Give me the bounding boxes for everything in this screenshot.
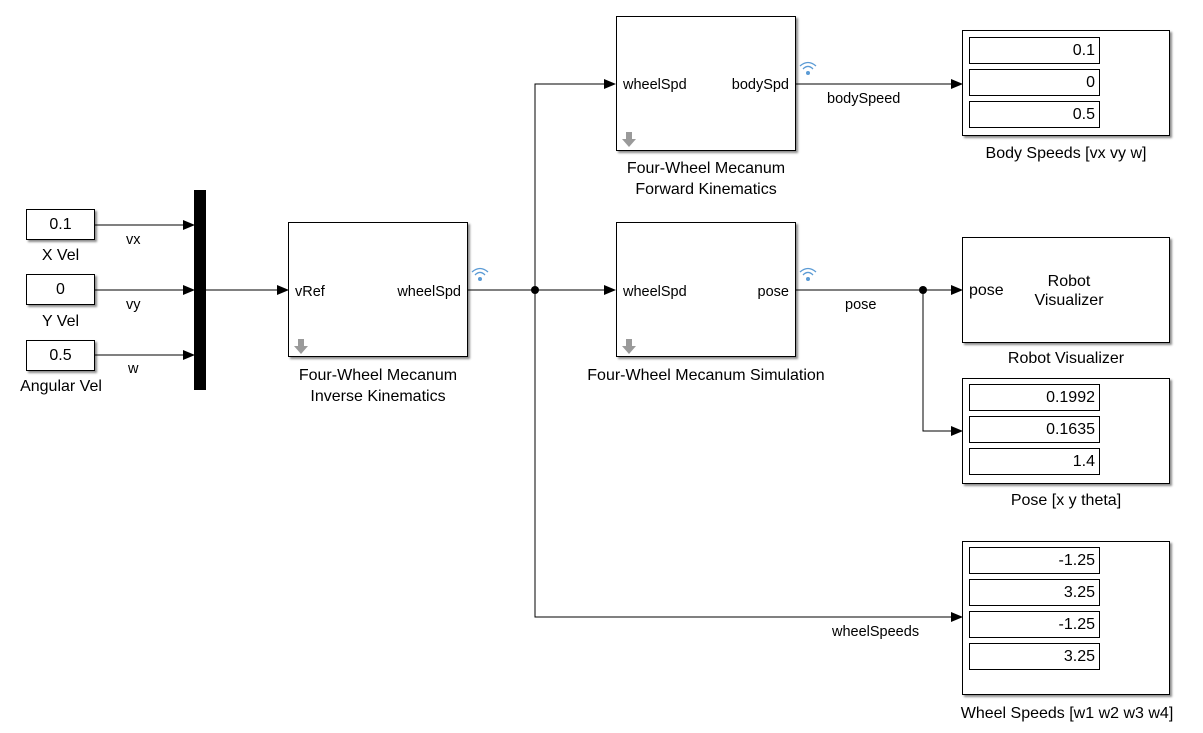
angular-vel-constant[interactable]: 0.5 (26, 340, 95, 371)
robot-visualizer-inner-line2: Visualizer (1034, 292, 1104, 309)
body-speed-vx-value: 0.1 (969, 37, 1100, 64)
signal-label-pose: pose (845, 297, 877, 313)
wire-to-wheel-display (534, 290, 963, 622)
down-arrow-icon (622, 132, 636, 147)
down-arrow-icon (294, 339, 308, 354)
simulation-title: Four-Wheel Mecanum Simulation (587, 367, 825, 384)
wire-to-pose-display (922, 290, 963, 436)
inverse-kinematics-in-port: vRef (295, 284, 325, 300)
forward-kinematics-title: Four-Wheel Mecanum Forward Kinematics (596, 158, 816, 200)
down-arrow-icon (622, 339, 636, 354)
signal-label-bodyspeed: bodySpeed (827, 91, 901, 107)
wheel-speeds-display[interactable]: -1.25 3.25 -1.25 3.25 (962, 541, 1170, 695)
forward-kinematics-title-line1: Four-Wheel Mecanum (626, 160, 786, 177)
wheel-speed-w2-value: 3.25 (969, 579, 1100, 606)
robot-visualizer-inner-title: Robot Visualizer (1019, 272, 1119, 310)
simulation-out-port: pose (757, 284, 789, 300)
branch-point-pose (919, 286, 927, 294)
robot-visualizer-title: Robot Visualizer (1007, 350, 1125, 367)
pose-title: Pose [x y theta] (1010, 492, 1122, 509)
wire-to-forward (534, 79, 616, 290)
signal-label-wheelspeeds: wheelSpeeds (832, 624, 920, 640)
pose-theta-value: 1.4 (969, 448, 1100, 475)
body-speed-w-value: 0.5 (969, 101, 1100, 128)
signal-label-vy: vy (126, 297, 141, 313)
pose-y-value: 0.1635 (969, 416, 1100, 443)
signal-label-w: w (128, 361, 139, 377)
body-speeds-display[interactable]: 0.1 0 0.5 (962, 30, 1170, 136)
signal-label-vx: vx (126, 232, 141, 248)
angular-vel-value: 0.5 (49, 346, 72, 364)
stream-icon (799, 61, 817, 75)
inverse-kinematics-title-line2: Inverse Kinematics (310, 388, 446, 405)
body-speed-vy-value: 0 (969, 69, 1100, 96)
inverse-kinematics-title: Four-Wheel Mecanum Inverse Kinematics (268, 365, 488, 407)
angular-vel-label: Angular Vel (20, 378, 102, 395)
simulation-block[interactable]: wheelSpd pose (616, 222, 796, 357)
inverse-kinematics-out-port: wheelSpd (397, 284, 461, 300)
pose-display[interactable]: 0.1992 0.1635 1.4 (962, 378, 1170, 484)
body-speeds-title: Body Speeds [vx vy w] (985, 145, 1147, 162)
stream-icon (799, 267, 817, 281)
y-vel-value: 0 (56, 280, 65, 298)
robot-visualizer-in-port: pose (969, 282, 1004, 299)
simulation-in-port: wheelSpd (623, 284, 687, 300)
stream-icon (471, 267, 489, 281)
forward-kinematics-block[interactable]: wheelSpd bodySpd (616, 16, 796, 151)
x-vel-value: 0.1 (49, 215, 72, 233)
y-vel-constant[interactable]: 0 (26, 274, 95, 305)
forward-kinematics-title-line2: Forward Kinematics (635, 181, 777, 198)
branch-point-wheelspd (531, 286, 539, 294)
wheel-speeds-title: Wheel Speeds [w1 w2 w3 w4] (960, 705, 1174, 722)
x-vel-constant[interactable]: 0.1 (26, 209, 95, 240)
x-vel-label: X Vel (41, 247, 80, 264)
mux-block[interactable] (194, 190, 206, 390)
wheel-speed-w4-value: 3.25 (969, 643, 1100, 670)
y-vel-label: Y Vel (41, 313, 80, 330)
robot-visualizer-inner-line1: Robot (1047, 273, 1091, 290)
forward-kinematics-in-port: wheelSpd (623, 77, 687, 93)
inverse-kinematics-title-line1: Four-Wheel Mecanum (298, 367, 458, 384)
forward-kinematics-out-port: bodySpd (731, 77, 789, 93)
inverse-kinematics-block[interactable]: vRef wheelSpd (288, 222, 468, 357)
wheel-speed-w3-value: -1.25 (969, 611, 1100, 638)
pose-x-value: 0.1992 (969, 384, 1100, 411)
wheel-speed-w1-value: -1.25 (969, 547, 1100, 574)
robot-visualizer-block[interactable]: pose Robot Visualizer (962, 237, 1170, 343)
